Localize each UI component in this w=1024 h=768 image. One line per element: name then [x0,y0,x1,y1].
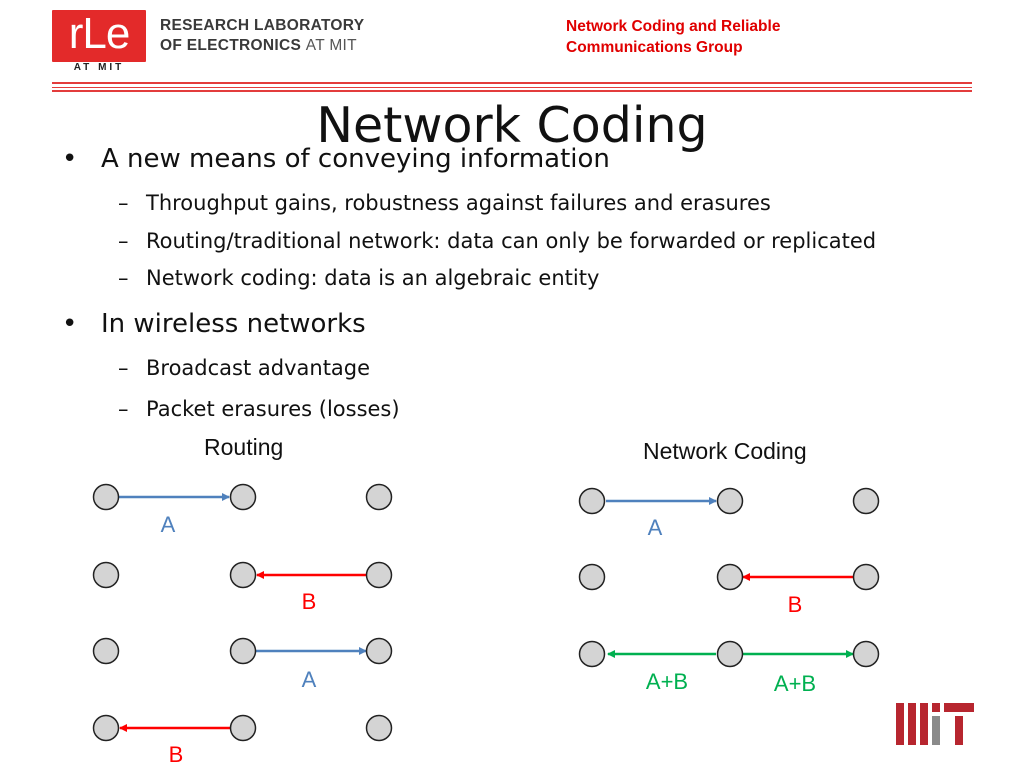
rle-logo [52,10,146,62]
routing-label-b2: B [169,742,184,767]
sub-bullet-dash: – [118,191,129,215]
routing-node [365,637,393,665]
bullet-2-text: In wireless networks [101,309,366,339]
routing-node [229,483,257,511]
routing-node [92,637,120,665]
sub-bullet-2-1-text: Broadcast advantage [146,356,371,380]
sub-bullet-dash: – [118,397,129,421]
network-coding-title: Network Coding [643,438,807,464]
bullet-dot: • [62,309,78,339]
sub-bullet-1-2-text: Routing/traditional network: data can on… [146,229,877,253]
rle-logo-text: rLe [68,9,131,58]
header-rule-1 [52,82,972,84]
routing-title: Routing [204,434,284,460]
sub-bullet-1-3-text: Network coding: data is an algebraic ent… [146,266,600,290]
nc-node [852,487,880,515]
routing-node [365,483,393,511]
routing-node [365,561,393,589]
nc-node [716,487,744,515]
lab-name-line2-text: OF ELECTRONICS [160,37,302,54]
routing-node [229,637,257,665]
group-name-line1: Network Coding and Reliable [566,18,781,35]
bullet-dot: • [62,144,78,174]
nc-label-a: A [648,515,663,540]
lab-name-line1: RESEARCH LABORATORY [160,17,365,34]
rle-logo-subtext: AT MIT [73,62,125,73]
nc-node [578,640,606,668]
nc-node [852,640,880,668]
routing-node [92,483,120,511]
nc-label-ab-left: A+B [646,669,688,694]
nc-label-ab-right: A+B [774,671,816,696]
group-name: Network Coding and Reliable Communicatio… [566,16,866,58]
routing-node [229,714,257,742]
group-name-line2: Communications Group [566,39,743,56]
sub-bullet-dash: – [118,266,129,290]
routing-label-a2: A [302,667,317,692]
header-rule-2 [52,87,972,88]
routing-node [365,714,393,742]
routing-node [92,714,120,742]
nc-node [716,563,744,591]
sub-bullet-dash: – [118,356,129,380]
routing-label-b1: B [302,589,317,614]
nc-node [716,640,744,668]
sub-bullet-1-1-text: Throughput gains, robustness against fai… [146,191,771,215]
slide-title: Network Coding [316,97,708,154]
bullet-1-text: A new means of conveying information [101,144,610,174]
sub-bullet-dash: – [118,229,129,253]
routing-label-a1: A [161,512,176,537]
routing-node [92,561,120,589]
mit-logo-icon [896,703,974,745]
lab-name-atmit: AT MIT [305,37,357,54]
routing-node [229,561,257,589]
nc-node [578,487,606,515]
nc-label-b: B [788,592,803,617]
nc-node [852,563,880,591]
header-rule-3 [52,90,972,92]
lab-name-line2: OF ELECTRONICS AT MIT [160,37,357,55]
sub-bullet-2-2-text: Packet erasures (losses) [146,397,400,421]
nc-node [578,563,606,591]
